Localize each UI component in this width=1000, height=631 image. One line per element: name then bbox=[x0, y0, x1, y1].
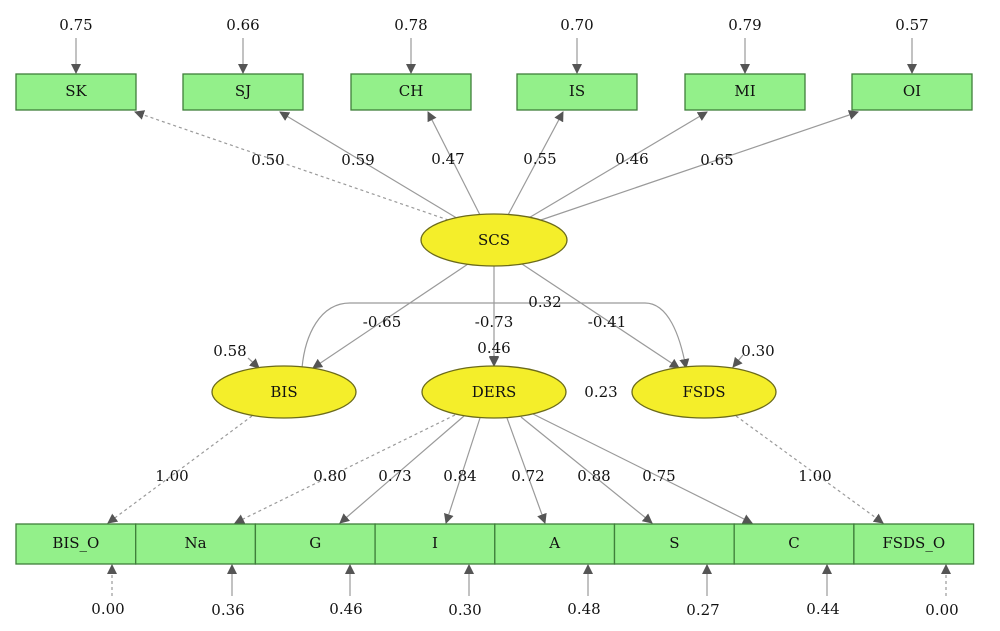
coef-label-scs-is: 0.55 bbox=[523, 150, 556, 168]
coef-label-scs-ders: -0.73 bbox=[475, 313, 513, 331]
error-label-sk: 0.75 bbox=[59, 16, 92, 34]
path-scs-to-is bbox=[507, 111, 564, 216]
observed-label-s: S bbox=[669, 534, 679, 552]
latent-label-scs: SCS bbox=[478, 231, 510, 249]
observed-box-i bbox=[374, 523, 496, 565]
latent-ellipse-bis bbox=[211, 365, 357, 419]
observed-label-is: IS bbox=[569, 82, 585, 100]
observed-label-sk: SK bbox=[65, 82, 87, 100]
latent-ellipse-scs bbox=[420, 213, 568, 267]
observed-box-bis_o bbox=[15, 523, 137, 565]
observed-box-sj bbox=[182, 73, 304, 111]
observed-box-is bbox=[516, 73, 638, 111]
error-label-oi: 0.57 bbox=[895, 16, 928, 34]
nodes-layer: SK SJ CH IS MI OI BIS_O Na G I A S C FSDS_O SCS BIS DERS… bbox=[15, 73, 975, 565]
observed-box-a bbox=[494, 523, 616, 565]
error-label-a: 0.48 bbox=[567, 600, 600, 618]
observed-box-mi bbox=[684, 73, 806, 111]
observed-label-na: Na bbox=[185, 534, 207, 552]
latent-label-bis: BIS bbox=[270, 383, 297, 401]
coef-label-ders-na: 0.80 bbox=[313, 467, 346, 485]
path-ders-to-i bbox=[444, 417, 481, 524]
latent-ellipse-fsds bbox=[631, 365, 777, 419]
coef-label-ders-fsds: 0.23 bbox=[584, 383, 617, 401]
error-label-ch: 0.78 bbox=[394, 16, 427, 34]
coef-label-ders-i: 0.84 bbox=[443, 467, 476, 485]
observed-label-a: A bbox=[548, 534, 560, 552]
error-label-na: 0.36 bbox=[211, 601, 244, 619]
labels-layer: 0.50 0.59 0.47 0.55 0.46 0.65 -0.65 -0.73 -0.41 0… bbox=[59, 16, 958, 619]
observed-box-oi bbox=[851, 73, 973, 111]
path-scs-to-sk bbox=[134, 110, 455, 223]
path-bis-to-fsds bbox=[301, 302, 690, 369]
error-label-fsds_o: 0.00 bbox=[925, 601, 958, 619]
path-ders-to-s bbox=[520, 416, 653, 524]
coef-label-fsds-fsds_o: 1.00 bbox=[798, 467, 831, 485]
coef-label-ders-a: 0.72 bbox=[511, 467, 544, 485]
path-scs-to-oi bbox=[534, 110, 859, 223]
error-label-i: 0.30 bbox=[448, 601, 481, 619]
error-arrow-bis bbox=[247, 357, 260, 369]
coef-label-scs-oi: 0.65 bbox=[700, 151, 733, 169]
coef-label-ders-s: 0.88 bbox=[577, 467, 610, 485]
coef-label-scs-bis: -0.65 bbox=[363, 313, 401, 331]
error-label-sj: 0.66 bbox=[226, 16, 259, 34]
observed-label-bis_o: BIS_O bbox=[52, 534, 99, 552]
path-ders-to-g bbox=[339, 415, 465, 524]
observed-label-sj: SJ bbox=[235, 82, 251, 100]
path-ders-to-a bbox=[506, 417, 547, 524]
error-arrow-fsds bbox=[732, 354, 744, 368]
observed-label-g: G bbox=[309, 534, 321, 552]
observed-box-s bbox=[613, 523, 735, 565]
coef-label-scs-mi: 0.46 bbox=[615, 150, 648, 168]
path-scs-to-bis bbox=[312, 263, 469, 369]
latent-ellipse-ders bbox=[421, 365, 567, 419]
coef-label-bis-fsds: 0.32 bbox=[528, 293, 561, 311]
error-label-fsds: 0.30 bbox=[741, 342, 774, 360]
error-label-is: 0.70 bbox=[560, 16, 593, 34]
coef-label-ders-g: 0.73 bbox=[378, 467, 411, 485]
error-label-bis: 0.58 bbox=[213, 342, 246, 360]
path-scs-to-mi bbox=[526, 111, 708, 220]
coef-label-scs-fsds: -0.41 bbox=[588, 313, 626, 331]
observed-box-sk bbox=[15, 73, 137, 111]
observed-box-fsds_o bbox=[853, 523, 975, 565]
coef-label-ders-c: 0.75 bbox=[642, 467, 675, 485]
observed-box-c bbox=[733, 523, 855, 565]
coef-label-scs-sj: 0.59 bbox=[341, 151, 374, 169]
observed-label-oi: OI bbox=[903, 82, 921, 100]
error-label-mi: 0.79 bbox=[728, 16, 761, 34]
path-ders-to-na bbox=[234, 414, 456, 524]
latent-label-fsds: FSDS bbox=[683, 383, 726, 401]
coef-label-bis-bis_o: 1.00 bbox=[155, 467, 188, 485]
path-scs-to-ch bbox=[427, 111, 481, 216]
coef-label-scs-ch: 0.47 bbox=[431, 150, 464, 168]
error-label-g: 0.46 bbox=[329, 600, 362, 618]
paths-layer bbox=[71, 38, 951, 596]
path-fsds-to-fsds_o bbox=[735, 415, 884, 524]
error-label-s: 0.27 bbox=[686, 601, 719, 619]
observed-box-ch bbox=[350, 73, 472, 111]
path-scs-to-sj bbox=[279, 111, 461, 221]
error-label-c: 0.44 bbox=[806, 600, 839, 618]
coef-label-scs-sk: 0.50 bbox=[251, 151, 284, 169]
observed-box-na bbox=[135, 523, 257, 565]
observed-label-c: C bbox=[788, 534, 799, 552]
observed-label-mi: MI bbox=[734, 82, 755, 100]
error-label-bis_o: 0.00 bbox=[91, 600, 124, 618]
observed-label-i: I bbox=[432, 534, 438, 552]
path-ders-to-c bbox=[532, 413, 753, 524]
path-scs-to-fsds bbox=[521, 263, 680, 369]
latent-label-ders: DERS bbox=[472, 383, 517, 401]
error-label-ders: 0.46 bbox=[477, 339, 510, 357]
observed-label-ch: CH bbox=[399, 82, 424, 100]
observed-label-fsds_o: FSDS_O bbox=[882, 534, 945, 552]
